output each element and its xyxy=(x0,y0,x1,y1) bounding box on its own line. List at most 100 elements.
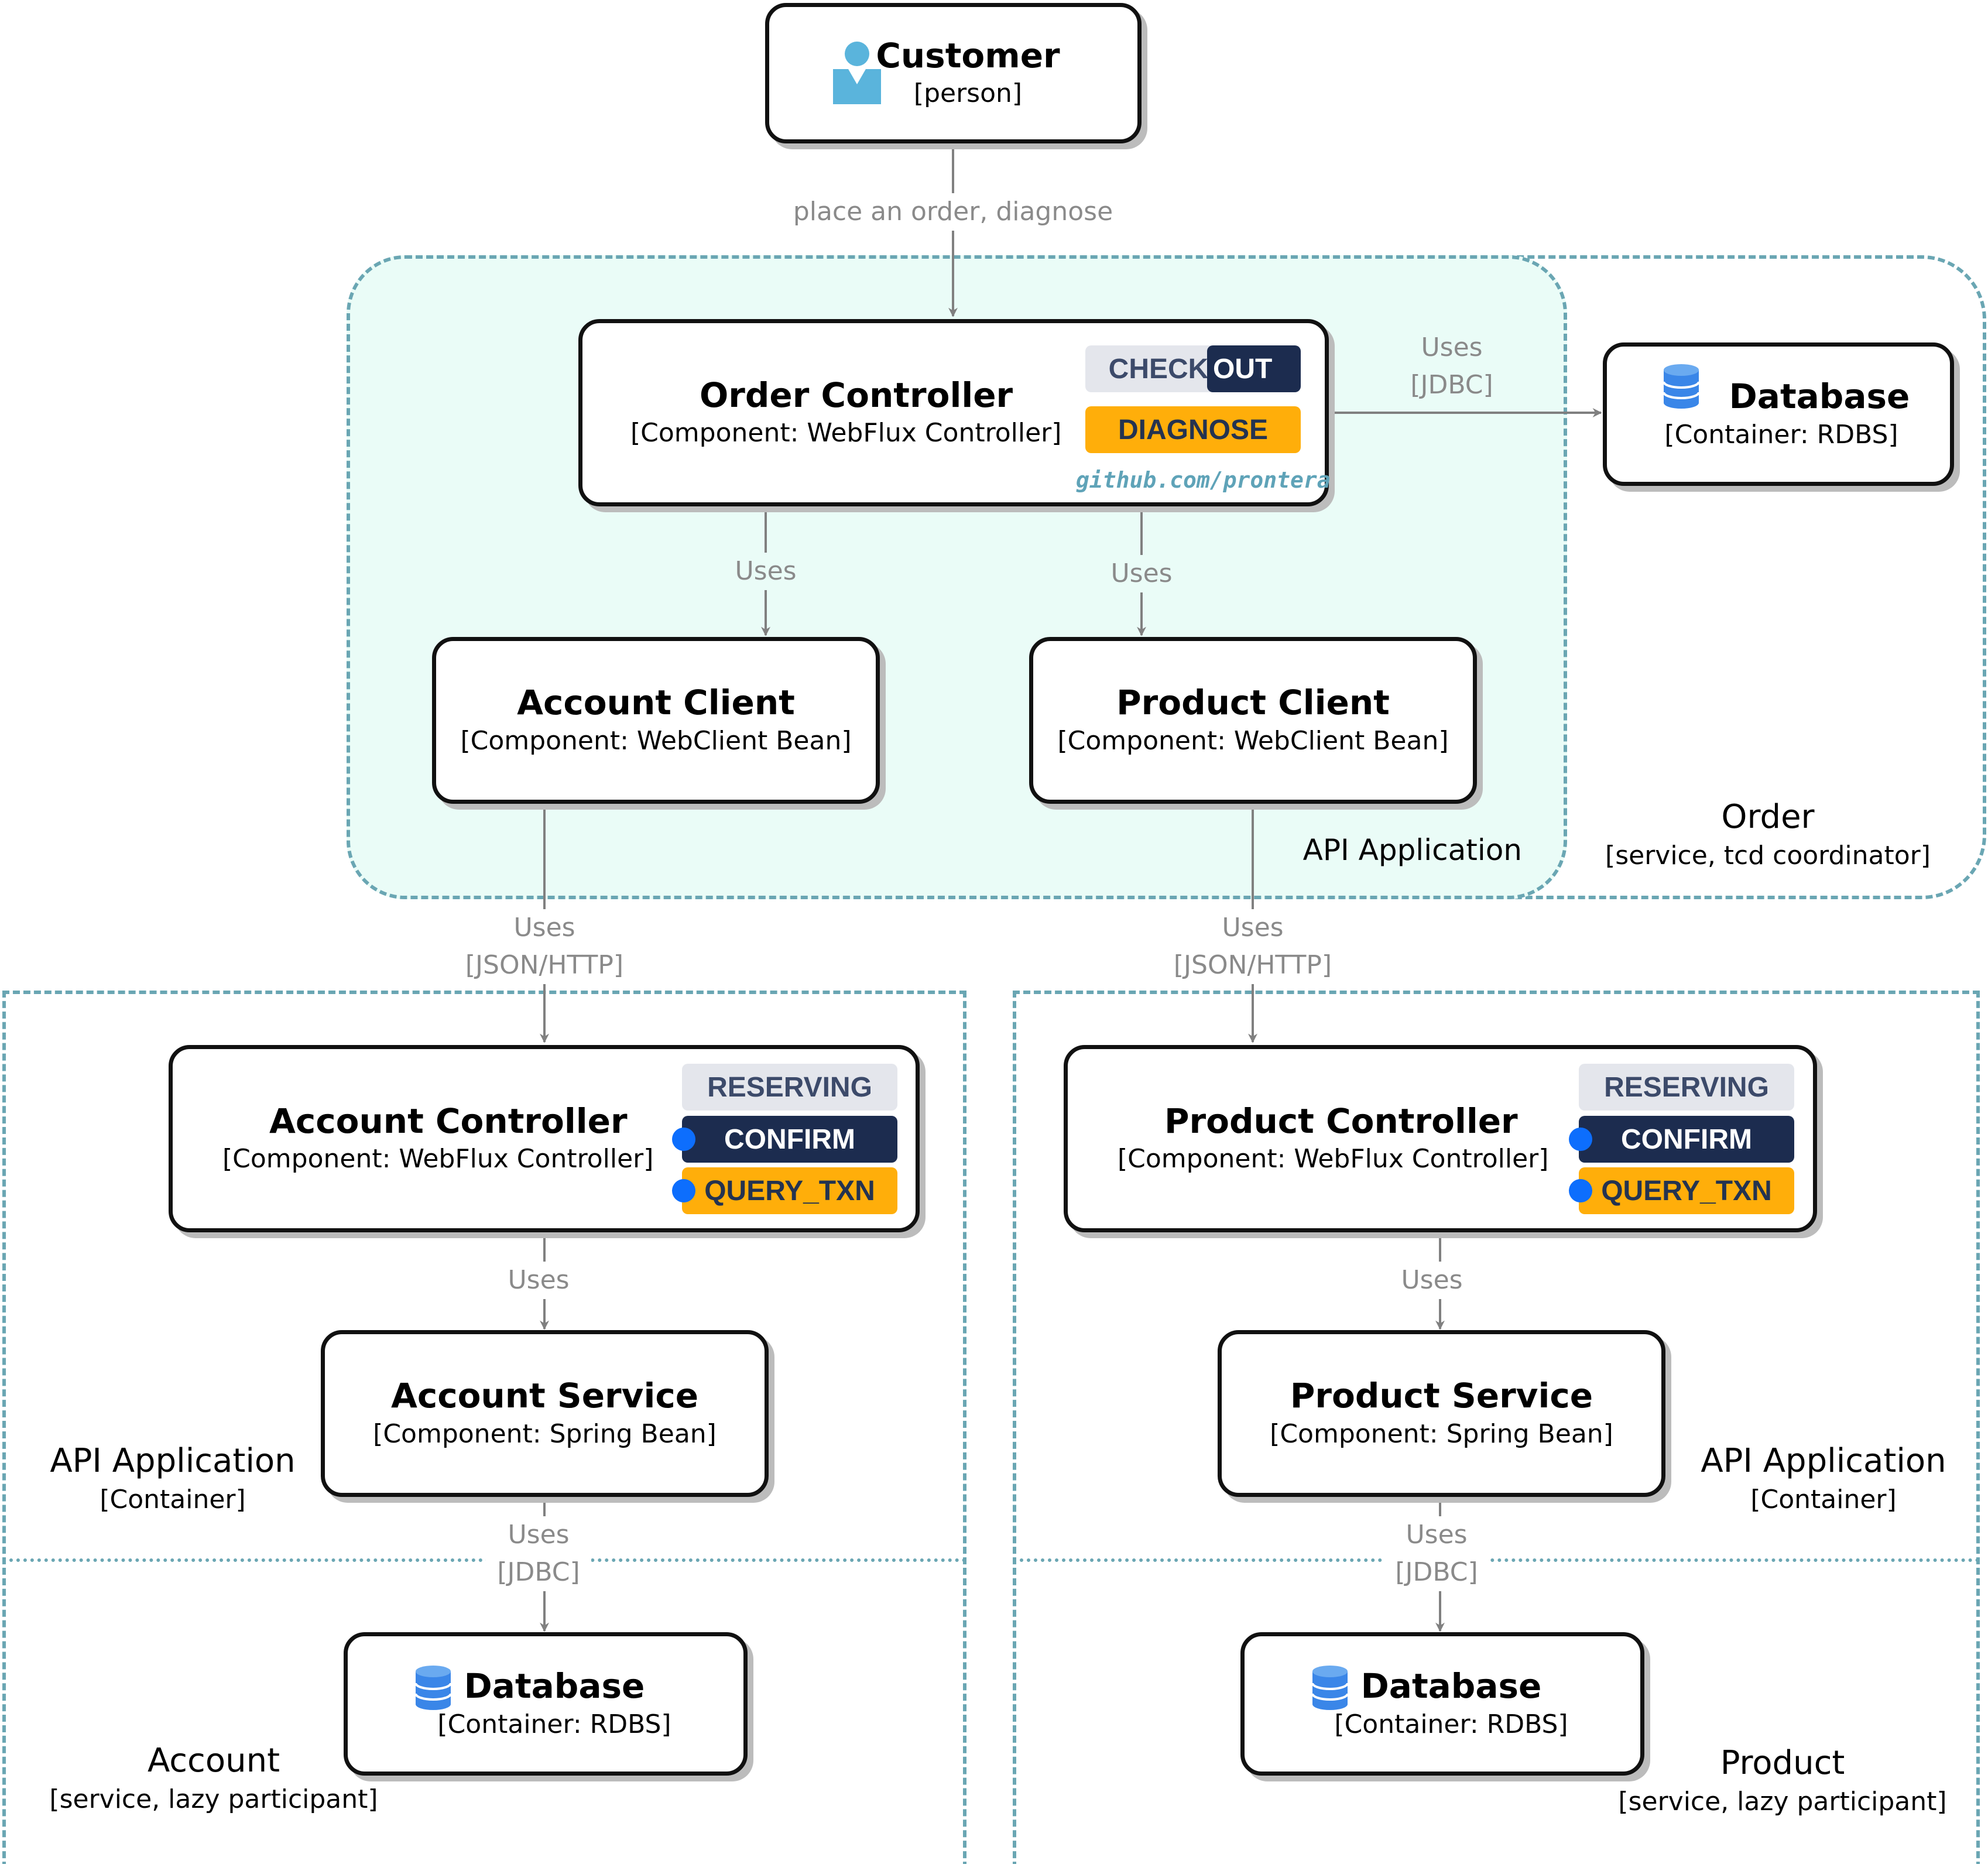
order-service-type: [service, tcd coordinator] xyxy=(1605,840,1931,871)
edge-label-line1: Uses xyxy=(513,913,575,943)
product-reserving-label: RESERVING xyxy=(1604,1071,1769,1103)
account-service-type: [Component: Spring Bean] xyxy=(373,1418,717,1449)
database-icon xyxy=(1664,364,1699,409)
account-client[interactable]: Account Client [Component: WebClient Bea… xyxy=(432,637,880,804)
product-controller-type: [Component: WebFlux Controller] xyxy=(1118,1144,1549,1174)
customer-title: Customer xyxy=(876,35,1060,76)
edge-label-line2: [JSON/HTTP] xyxy=(1173,950,1332,980)
account-api-application-label: API Application [Container] xyxy=(35,1440,310,1516)
order-api-application-label: API Application xyxy=(1288,831,1522,869)
order-service-name: Order xyxy=(1721,798,1815,836)
edge-label-order-account-client: Uses xyxy=(713,553,818,590)
product-service-name: Product xyxy=(1720,1744,1845,1782)
account-confirm-label: CONFIRM xyxy=(724,1123,855,1155)
checkout-tag-check[interactable]: CHECK xyxy=(1085,345,1220,392)
edge-label-line2: [JDBC] xyxy=(1395,1557,1478,1587)
customer-node[interactable]: Customer [person] xyxy=(765,3,1142,143)
person-icon xyxy=(833,42,881,104)
account-service-name: Account xyxy=(147,1742,280,1780)
order-database-title: Database xyxy=(1729,376,1910,416)
product-service-component[interactable]: Product Service [Component: Spring Bean] xyxy=(1218,1330,1665,1497)
product-database[interactable]: Database [Container: RDBS] xyxy=(1240,1632,1644,1776)
product-confirm-dot-icon xyxy=(1569,1128,1592,1151)
account-service-title: Account Service xyxy=(390,1376,699,1416)
product-api-application-label: API Application [Container] xyxy=(1686,1440,1961,1516)
account-database-type: [Container: RDBS] xyxy=(437,1709,671,1739)
account-query-txn-tag[interactable]: QUERY_TXN xyxy=(682,1167,897,1214)
account-confirm-dot-icon xyxy=(672,1128,695,1151)
edge-label-account-controller-service: Uses xyxy=(486,1262,591,1299)
github-watermark: github.com/prontera xyxy=(1076,467,1331,493)
account-database-title: Database xyxy=(464,1666,645,1706)
database-icon xyxy=(1312,1666,1348,1710)
account-controller-title: Account Controller xyxy=(269,1101,628,1141)
edge-label-text: Uses xyxy=(1110,558,1173,588)
edge-label-product-service-db: Uses [JDBC] xyxy=(1384,1516,1489,1591)
product-client-type: [Component: WebClient Bean] xyxy=(1057,725,1449,756)
product-reserving-tag[interactable]: RESERVING xyxy=(1579,1064,1794,1111)
product-service-type: [Component: Spring Bean] xyxy=(1270,1418,1613,1449)
account-api-application-boundary-divider xyxy=(2,1558,966,1562)
product-service-boundary xyxy=(1013,991,1980,1864)
edge-label-product-controller-service: Uses xyxy=(1379,1262,1485,1299)
product-query-txn-label: QUERY_TXN xyxy=(1601,1175,1772,1207)
edge-label-order-product-client: Uses xyxy=(1089,555,1194,592)
checkout-tag-out-label: OUT xyxy=(1213,353,1273,385)
order-database[interactable]: Database [Container: RDBS] xyxy=(1603,342,1954,486)
product-service-title: Product Service xyxy=(1290,1376,1593,1416)
diagnose-tag[interactable]: DIAGNOSE xyxy=(1085,406,1301,453)
product-controller-title: Product Controller xyxy=(1164,1101,1518,1141)
product-service-label: Product [service, lazy participant] xyxy=(1598,1742,1967,1818)
edge-label-line1: Uses xyxy=(1406,1520,1468,1550)
database-icon xyxy=(416,1666,451,1710)
edge-label-text: Uses xyxy=(1401,1265,1463,1295)
account-query-txn-label: QUERY_TXN xyxy=(704,1175,875,1207)
edge-label-account-service-db: Uses [JDBC] xyxy=(486,1516,591,1591)
order-service-label: Order [service, tcd coordinator] xyxy=(1586,796,1949,872)
product-confirm-label: CONFIRM xyxy=(1621,1123,1752,1155)
account-reserving-tag[interactable]: RESERVING xyxy=(682,1064,897,1111)
account-service-type-label: [service, lazy participant] xyxy=(49,1784,378,1814)
order-controller-type: [Component: WebFlux Controller] xyxy=(630,418,1062,448)
edge-label-account-client-controller: Uses [JSON/HTTP] xyxy=(445,909,644,984)
product-database-type: [Container: RDBS] xyxy=(1334,1709,1568,1739)
edge-label-line2: [JSON/HTTP] xyxy=(465,950,624,980)
product-database-title: Database xyxy=(1360,1666,1542,1706)
account-service-component[interactable]: Account Service [Component: Spring Bean] xyxy=(321,1330,769,1497)
edge-label-line2: [JDBC] xyxy=(497,1557,580,1587)
product-query-txn-tag[interactable]: QUERY_TXN xyxy=(1579,1167,1794,1214)
edge-label-line1: Uses xyxy=(1222,913,1284,943)
edge-label-line2: [JDBC] xyxy=(1410,369,1493,400)
edge-label-line1: Uses xyxy=(1421,333,1483,362)
product-confirm-tag[interactable]: CONFIRM xyxy=(1579,1116,1794,1163)
order-controller-title: Order Controller xyxy=(700,375,1013,415)
account-client-type: [Component: WebClient Bean] xyxy=(460,725,852,756)
product-api-application-name: API Application xyxy=(1701,1442,1946,1480)
product-service-type-label: [service, lazy participant] xyxy=(1618,1786,1947,1817)
account-confirm-tag[interactable]: CONFIRM xyxy=(682,1116,897,1163)
account-reserving-label: RESERVING xyxy=(707,1071,872,1103)
account-api-application-name: API Application xyxy=(50,1442,296,1480)
account-query-txn-dot-icon xyxy=(672,1179,695,1202)
edge-label-text: Uses xyxy=(508,1265,570,1295)
order-api-application-name: API Application xyxy=(1303,833,1522,867)
checkout-tag-check-label: CHECK xyxy=(1108,353,1209,385)
edge-label-product-client-controller: Uses [JSON/HTTP] xyxy=(1153,909,1352,984)
edge-label-text: place an order, diagnose xyxy=(793,197,1113,227)
checkout-tag-out[interactable]: OUT xyxy=(1207,345,1301,392)
product-client-title: Product Client xyxy=(1116,683,1390,722)
product-query-txn-dot-icon xyxy=(1569,1179,1592,1202)
product-client[interactable]: Product Client [Component: WebClient Bea… xyxy=(1029,637,1477,804)
account-client-title: Account Client xyxy=(517,683,795,722)
edge-label-order-db: Uses [JDBC] xyxy=(1370,329,1534,404)
order-database-type: [Container: RDBS] xyxy=(1664,419,1898,450)
account-api-application-type: [Container] xyxy=(100,1484,246,1514)
account-service-label: Account [service, lazy participant] xyxy=(29,1740,398,1816)
product-api-application-boundary-divider xyxy=(1013,1558,1980,1562)
account-controller-type: [Component: WebFlux Controller] xyxy=(222,1144,654,1174)
account-database[interactable]: Database [Container: RDBS] xyxy=(344,1632,748,1776)
edge-label-place-order: place an order, diagnose xyxy=(777,193,1129,231)
customer-type: [person] xyxy=(913,78,1023,109)
